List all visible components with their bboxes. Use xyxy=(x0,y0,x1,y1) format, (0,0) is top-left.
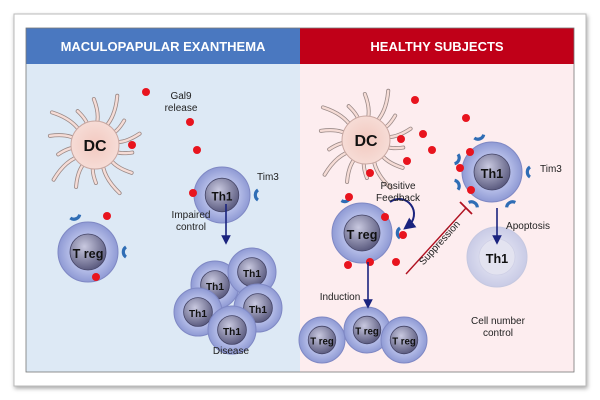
right-panel-header xyxy=(300,28,574,64)
impaired-control-label-2: control xyxy=(176,222,206,233)
th1-cell-left: Th1 xyxy=(193,166,260,224)
cell-number-control-label-2: control xyxy=(483,328,513,339)
gal9-molecule-icon xyxy=(419,130,427,138)
cell-label: Th1 xyxy=(481,167,503,181)
cell-number-control-label: Cell number xyxy=(471,316,526,327)
gal9-molecule-icon xyxy=(128,141,136,149)
treg-cell-induced: T reg xyxy=(380,316,428,364)
gal9-molecule-icon xyxy=(466,148,474,156)
cell-label: T reg xyxy=(347,228,378,242)
treg-cell-induced: T reg xyxy=(298,316,346,364)
positive-feedback-arrow xyxy=(389,198,417,230)
cell-label: T reg xyxy=(355,327,379,338)
gal9-molecule-icon xyxy=(189,189,197,197)
cell-label: Th1 xyxy=(249,305,267,316)
treg-cell-right: T reg xyxy=(331,195,402,264)
left-panel-header xyxy=(26,28,300,64)
cell-label: Th1 xyxy=(243,269,261,280)
gal9-molecule-icon xyxy=(345,193,353,201)
cell-label: Th1 xyxy=(486,252,508,266)
gal9-molecule-icon xyxy=(456,164,464,172)
tim3-receptor-icon xyxy=(253,188,260,202)
right-panel-background xyxy=(300,28,574,372)
tim3-receptor-icon xyxy=(453,178,461,191)
gal9-molecule-icon xyxy=(399,231,407,239)
gal9-molecule-icon xyxy=(186,118,194,126)
cell-label: Th1 xyxy=(212,191,233,204)
tim3-receptor-icon xyxy=(395,226,402,240)
tim3-receptor-icon xyxy=(467,200,479,208)
th1-cell-cluster: Th1 xyxy=(227,247,277,297)
tim3-receptor-icon xyxy=(505,200,517,208)
disease-label: Disease xyxy=(213,346,250,357)
th1-cell-apoptotic: Th1 xyxy=(466,226,528,288)
right-panel-title: HEALTHY SUBJECTS xyxy=(370,39,503,54)
cell-label: T reg xyxy=(310,337,334,348)
gal9-molecule-icon xyxy=(92,273,100,281)
gal9-molecule-icon xyxy=(397,135,405,143)
gal9-molecule-icon xyxy=(467,186,475,194)
suppression-inhibition-line xyxy=(405,201,473,275)
cell-label: DC xyxy=(354,133,378,150)
gal9-molecule-icon xyxy=(462,114,470,122)
gal9-molecule-icon xyxy=(193,146,201,154)
cell-label: T reg xyxy=(392,337,416,348)
positive-feedback-label: Positive xyxy=(380,181,415,192)
left-panel-title: MACULOPAPULAR EXANTHEMA xyxy=(61,39,266,54)
cell-label: Th1 xyxy=(223,327,241,338)
gal9-molecule-icon xyxy=(366,169,374,177)
positive-feedback-label-2: Feedback xyxy=(376,193,421,204)
th1-cell-right: Th1 xyxy=(453,133,532,208)
gal9-release-label-2: release xyxy=(165,103,198,114)
impaired-control-label: Impaired xyxy=(172,210,211,221)
gal9-molecule-icon xyxy=(403,157,411,165)
gal9-molecule-icon xyxy=(428,146,436,154)
tim3-receptor-icon xyxy=(473,133,486,141)
tim3-receptor-icon xyxy=(69,213,82,221)
cell-label: T reg xyxy=(73,247,104,261)
th1-cell-cluster: Th1 xyxy=(207,305,257,355)
dendritic-cell-left: DC xyxy=(47,93,142,196)
gal9-release-label: Gal9 xyxy=(170,91,192,102)
tim3-receptor-icon xyxy=(453,153,461,166)
gal9-molecule-icon xyxy=(142,88,150,96)
cell-label: DC xyxy=(83,138,107,155)
induction-label: Induction xyxy=(320,292,361,303)
apoptosis-label: Apoptosis xyxy=(506,221,550,232)
gal9-molecule-icon xyxy=(392,258,400,266)
dendritic-cell-right: DC xyxy=(318,88,413,191)
gal9-molecule-icon xyxy=(103,212,111,220)
cell-label: Th1 xyxy=(206,282,224,293)
gal9-molecule-icon xyxy=(411,96,419,104)
tim3-label-right: Tim3 xyxy=(540,164,562,175)
tim3-receptor-icon xyxy=(525,165,532,179)
tim3-label-left: Tim3 xyxy=(257,172,279,183)
gal9-molecule-icon xyxy=(381,213,389,221)
treg-cell-left: T reg xyxy=(57,213,128,283)
tim3-receptor-icon xyxy=(121,245,128,259)
cell-label: Th1 xyxy=(189,309,207,320)
gal9-molecule-icon xyxy=(344,261,352,269)
